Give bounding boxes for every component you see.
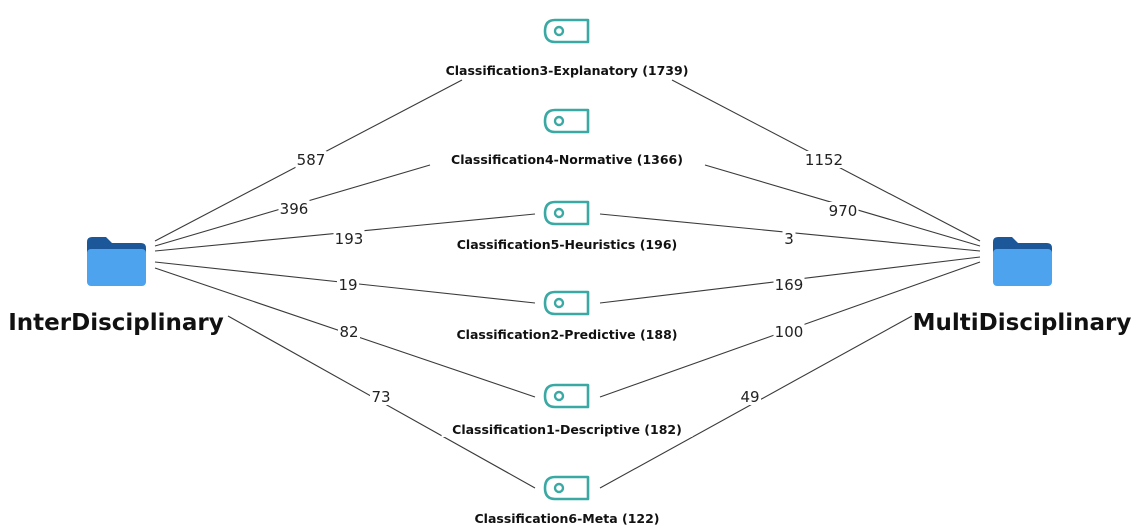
category-label: Classification3-Explanatory (1739) [446, 63, 689, 78]
edge-label-bg [773, 323, 805, 340]
category-label-bg [441, 421, 693, 437]
edge-value: 396 [280, 200, 309, 218]
category-node-c4[interactable]: Classification4-Normative (1366) [445, 108, 689, 167]
nodes-layer: Classification3-Explanatory (1739) Classi… [8, 18, 1132, 526]
category-label-bg [445, 151, 689, 167]
edge-value: 1152 [805, 151, 843, 169]
edge-value: 587 [297, 151, 326, 169]
category-node-c6[interactable]: Classification6-Meta (122) [468, 475, 666, 526]
edge-label-inter-c1: 82 [338, 323, 360, 341]
hub-node-multi[interactable]: MultiDisciplinary [913, 237, 1132, 336]
edge-label-multi-c1: 100 [773, 323, 805, 341]
edge-label-multi-c5: 3 [782, 230, 796, 248]
tag-icon [543, 475, 590, 501]
tag-icon [543, 290, 590, 316]
category-label: Classification1-Descriptive (182) [452, 422, 682, 437]
edge-value: 100 [775, 323, 804, 341]
edge-label-bg [278, 200, 310, 217]
category-node-c3[interactable]: Classification3-Explanatory (1739) [437, 18, 697, 78]
category-label: Classification4-Normative (1366) [451, 152, 683, 167]
edge-label-bg [370, 388, 392, 405]
hub-label: MultiDisciplinary [913, 310, 1132, 336]
edge-label-bg [295, 151, 327, 168]
edge-label-bg [782, 230, 796, 247]
tag-icon [543, 200, 590, 226]
category-node-c2[interactable]: Classification2-Predictive (188) [445, 290, 689, 342]
category-label: Classification6-Meta (122) [475, 511, 660, 526]
tag-icon [543, 108, 590, 134]
hub-label: InterDisciplinary [8, 310, 224, 336]
edge-value: 19 [338, 276, 357, 294]
category-label: Classification2-Predictive (188) [456, 327, 677, 342]
edge-label-bg [333, 230, 365, 247]
category-label: Classification5-Heuristics (196) [457, 237, 678, 252]
edge-value: 169 [775, 276, 804, 294]
edge-label-bg [804, 151, 844, 168]
edge-value: 3 [784, 230, 794, 248]
category-label-bg [445, 326, 689, 342]
folder-icon [87, 237, 146, 286]
tag-icon [543, 383, 590, 409]
edge-label-bg [338, 323, 360, 340]
edge-label-bg [773, 276, 805, 293]
edge-label-bg [827, 202, 859, 219]
edge-label-multi-c6: 49 [739, 388, 761, 406]
hub-node-inter[interactable]: InterDisciplinary [8, 237, 224, 336]
edge-label-multi-c4: 970 [827, 202, 859, 220]
folder-icon [993, 237, 1052, 286]
edge-label-inter-c5: 193 [333, 230, 365, 248]
edge-labels-layer: 587 396 193 19 82 73 1152 970 3 169 100 49 [278, 151, 859, 406]
edge-label-bg [337, 276, 359, 293]
category-node-c1[interactable]: Classification1-Descriptive (182) [441, 383, 693, 437]
category-label-bg [445, 236, 689, 252]
edge-value: 193 [335, 230, 364, 248]
edge-label-inter-c2: 19 [337, 276, 359, 294]
category-node-c5[interactable]: Classification5-Heuristics (196) [445, 200, 689, 252]
edge-value: 82 [339, 323, 358, 341]
edge-label-inter-c3: 587 [295, 151, 327, 169]
edge-value: 970 [829, 202, 858, 220]
edge-value: 73 [371, 388, 390, 406]
edge-label-multi-c3: 1152 [804, 151, 844, 169]
category-label-bg [437, 62, 697, 78]
edge-label-bg [739, 388, 761, 405]
edge-label-inter-c6: 73 [370, 388, 392, 406]
tag-icon [543, 18, 590, 44]
edge-value: 49 [740, 388, 759, 406]
edge-label-inter-c4: 396 [278, 200, 310, 218]
category-label-bg [468, 510, 666, 526]
edge-label-multi-c2: 169 [773, 276, 805, 294]
